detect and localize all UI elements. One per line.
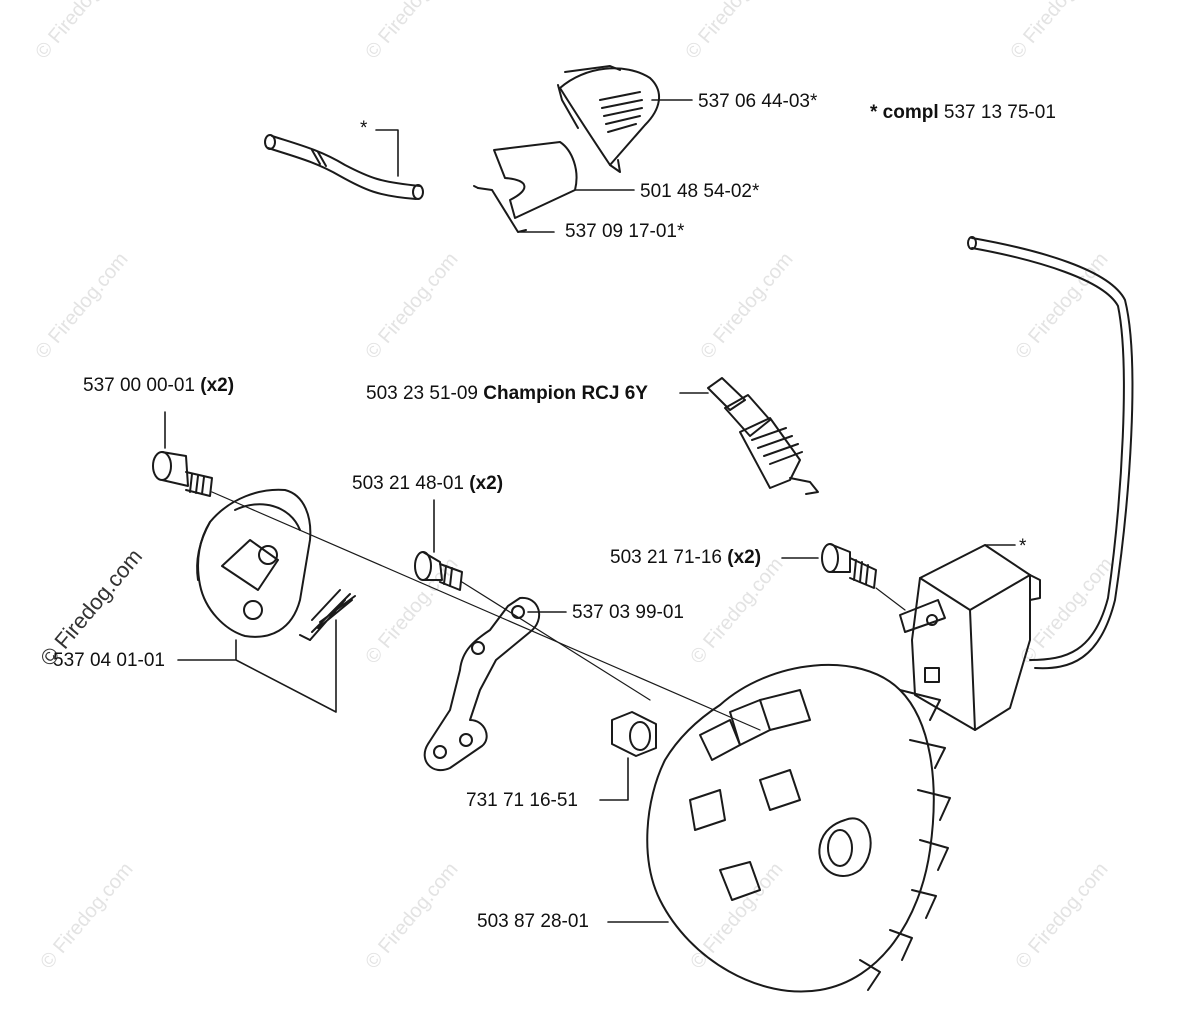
- shoulder-screw: [152, 451, 213, 497]
- ignition-module: [899, 544, 1041, 731]
- part-label-537-09-17-01: 537 09 17-01*: [565, 221, 685, 242]
- flange-nut: [611, 711, 657, 757]
- leader-lines: [164, 99, 1016, 923]
- deflector-plate: [493, 141, 578, 219]
- asterisk-label: *: [360, 118, 368, 139]
- part-label-537-06-44-03: 537 06 44-03*: [698, 91, 818, 112]
- ignition-screw: [821, 543, 877, 589]
- part-label-537-03-99-01: 537 03 99-01: [572, 602, 684, 623]
- air-filter-cover: [557, 65, 660, 173]
- countersunk-screw: [414, 551, 463, 591]
- part-label-537-00-00-01: 537 00 00-01 (x2): [83, 375, 235, 396]
- compl-note: * compl 537 13 75-01: [870, 102, 1056, 123]
- clip: [473, 185, 527, 233]
- part-label-503-87-28-01: 503 87 28-01: [477, 911, 589, 932]
- part-label-537-04-01-01: 537 04 01-01: [53, 650, 165, 671]
- asterisk-label: *: [1019, 536, 1027, 557]
- part-label-731-71-16-51: 731 71 16-51: [466, 790, 578, 811]
- assembly-axis-lines: [211, 491, 906, 731]
- spring: [299, 589, 356, 641]
- flywheel: [646, 664, 951, 993]
- part-label-503-23-51-09: 503 23 51-09 Champion RCJ 6Y: [366, 383, 648, 404]
- magnet-housing: [196, 488, 312, 638]
- fuel-hose: [264, 134, 424, 200]
- part-label-503-21-48-01: 503 21 48-01 (x2): [352, 473, 504, 494]
- part-label-503-21-71-16: 503 21 71-16 (x2): [610, 547, 762, 568]
- ignition-cable: [967, 236, 1134, 670]
- bracket-arm: [423, 596, 540, 771]
- spark-plug: [707, 377, 819, 495]
- part-label-501-48-54-02: 501 48 54-02*: [640, 181, 760, 202]
